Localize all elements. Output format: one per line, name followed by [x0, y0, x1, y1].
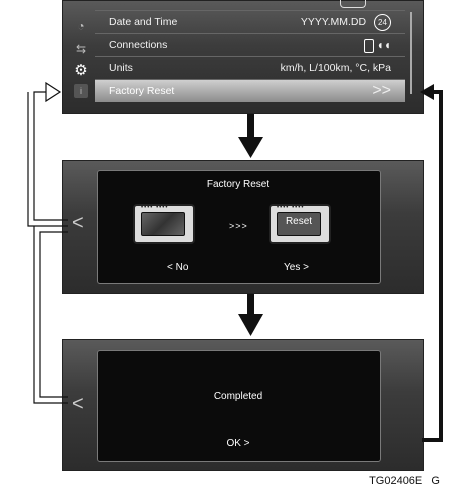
clock-icon: ◔: [77, 19, 85, 33]
top-menu-area: [62, 0, 422, 112]
device-screen: [277, 212, 321, 236]
date-format: YYYY.MM.DD: [300, 16, 367, 28]
device-screen: [141, 212, 185, 236]
yes-button[interactable]: Yes >: [284, 262, 309, 273]
reset-label: Reset: [285, 216, 313, 227]
down-arrow: [238, 114, 263, 158]
connection-icons: ◖◖: [363, 34, 391, 56]
menu-item-label: Connections: [109, 39, 168, 51]
down-arrow: [238, 294, 263, 336]
no-button[interactable]: < No: [167, 262, 189, 273]
menu-item-label: Date and Time: [109, 16, 178, 28]
back-arrow-left: [27, 81, 68, 404]
info-icon: i: [74, 84, 88, 98]
connections-icon: ⇆: [75, 42, 87, 56]
completed-dialog: [97, 350, 381, 462]
menu-item-date-time[interactable]: Date and Time YYYY.MM.DD 24: [95, 11, 405, 34]
scrollbar[interactable]: [410, 12, 412, 94]
phone-icon: [363, 38, 374, 53]
figure-code: TG02406E G: [369, 475, 440, 487]
ok-button[interactable]: OK >: [226, 438, 250, 449]
back-chevron-icon[interactable]: <: [72, 393, 84, 415]
dialog-title: Factory Reset: [206, 179, 270, 190]
chevron-right-icon: >>: [372, 82, 391, 99]
menu-item-label: Factory Reset: [109, 85, 175, 97]
partial-row-icon: [340, 0, 366, 8]
hour-format-badge: 24: [374, 13, 391, 31]
completed-message: Completed: [213, 391, 263, 402]
menu-item-factory-reset[interactable]: Factory Reset >>: [95, 80, 405, 102]
device-reset-icon: •••• •••• Reset: [269, 204, 331, 244]
menu-item-connections[interactable]: Connections ◖◖: [95, 34, 405, 57]
partial-row: [95, 0, 405, 11]
menu-item-label: Units: [109, 62, 133, 74]
menu-item-value: km/h, L/100km, °C, kPa: [280, 62, 391, 74]
menu-item-value: YYYY.MM.DD 24: [301, 11, 391, 33]
device-dots: •••• ••••: [141, 205, 169, 211]
helmet-icon: ◖: [376, 38, 384, 52]
back-chevron-icon[interactable]: <: [72, 212, 84, 234]
gear-icon: ⚙: [74, 62, 88, 79]
loop-arrow-right: [420, 84, 443, 442]
device-dots: •••• ••••: [277, 205, 305, 211]
transition-arrows: >>>: [229, 221, 248, 231]
menu-item-units[interactable]: Units km/h, L/100km, °C, kPa: [95, 57, 405, 80]
device-before-icon: •••• ••••: [133, 204, 195, 244]
helmet-icon: ◖: [383, 38, 391, 52]
